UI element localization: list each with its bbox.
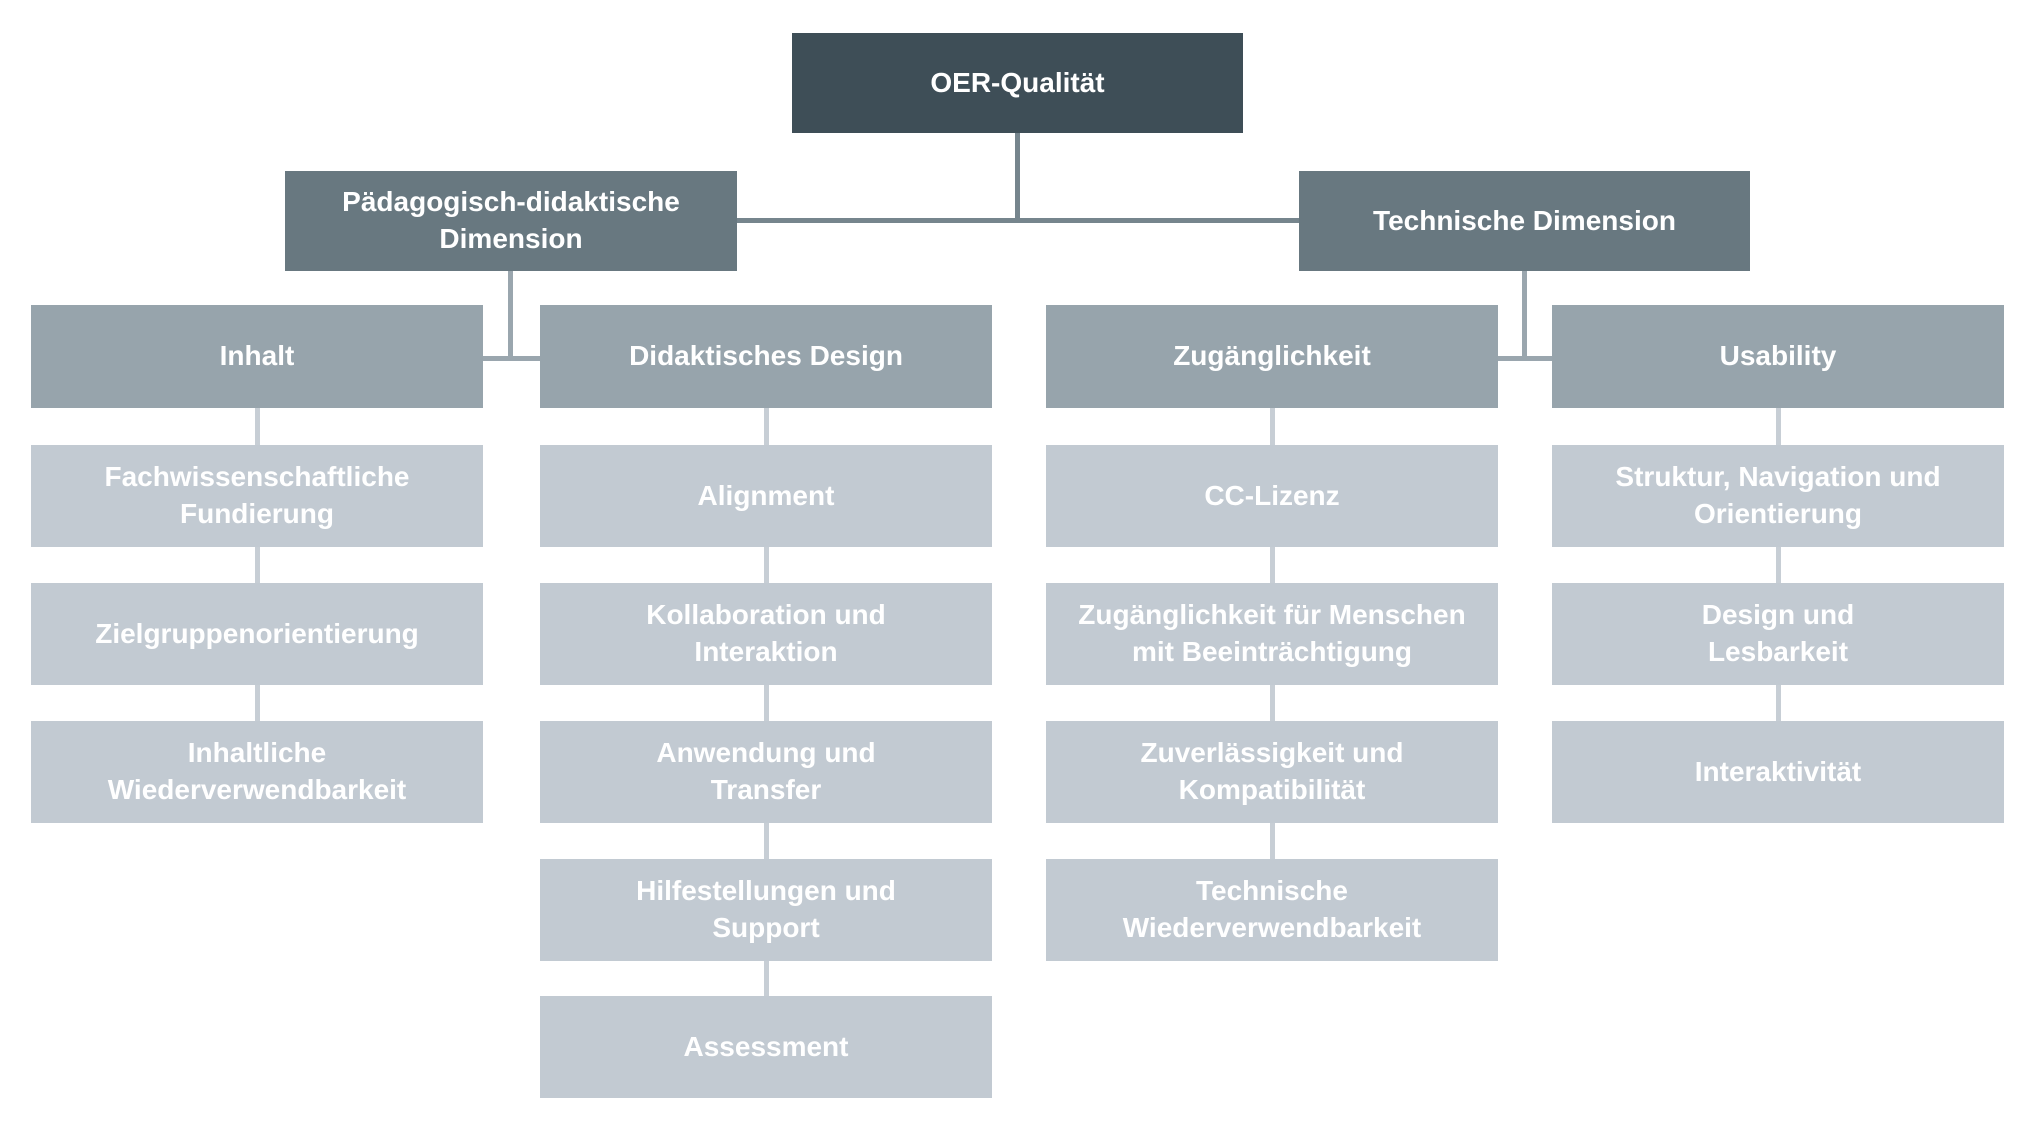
connector-item-vertical bbox=[254, 547, 260, 583]
connector-item-vertical bbox=[1269, 823, 1275, 859]
connector-root-vertical bbox=[1015, 133, 1020, 223]
connector-dimension1-vertical bbox=[508, 271, 513, 361]
connector-item-vertical bbox=[763, 685, 769, 721]
connector-item-vertical bbox=[1775, 408, 1781, 445]
connector-item-vertical bbox=[1775, 547, 1781, 583]
connector-dimension1-gap-bar bbox=[483, 356, 540, 361]
connector-item-vertical bbox=[254, 408, 260, 445]
connector-root-horizontal bbox=[737, 218, 1299, 223]
criterion-node: Assessment bbox=[540, 996, 992, 1098]
connector-item-vertical bbox=[1269, 408, 1275, 445]
criterion-node: Alignment bbox=[540, 445, 992, 547]
criterion-node: Zuverlässigkeit und Kompatibilität bbox=[1046, 721, 1498, 823]
connector-item-vertical bbox=[763, 823, 769, 859]
category-header-node: Didaktisches Design bbox=[540, 305, 992, 408]
criterion-node: Kollaboration und Interaktion bbox=[540, 583, 992, 685]
dimension-node-technisch: Technische Dimension bbox=[1299, 171, 1750, 271]
connector-item-vertical bbox=[1269, 547, 1275, 583]
connector-item-vertical bbox=[1775, 685, 1781, 721]
criterion-node: CC-Lizenz bbox=[1046, 445, 1498, 547]
criterion-node: Inhaltliche Wiederverwendbarkeit bbox=[31, 721, 483, 823]
connector-item-vertical bbox=[763, 961, 769, 996]
criterion-node: Design und Lesbarkeit bbox=[1552, 583, 2004, 685]
criterion-node: Fachwissenschaftliche Fundierung bbox=[31, 445, 483, 547]
criterion-node: Hilfestellungen und Support bbox=[540, 859, 992, 961]
criterion-node: Interaktivität bbox=[1552, 721, 2004, 823]
criterion-node: Zugänglichkeit für Menschen mit Beeinträ… bbox=[1046, 583, 1498, 685]
connector-item-vertical bbox=[763, 547, 769, 583]
category-header-node: Usability bbox=[1552, 305, 2004, 408]
category-header-node: Inhalt bbox=[31, 305, 483, 408]
criterion-node: Anwendung und Transfer bbox=[540, 721, 992, 823]
criterion-node: Struktur, Navigation und Orientierung bbox=[1552, 445, 2004, 547]
dimension-node-paedagogisch-didaktisch: Pädagogisch-didaktische Dimension bbox=[285, 171, 737, 271]
connector-item-vertical bbox=[763, 408, 769, 445]
criterion-node: Technische Wiederverwendbarkeit bbox=[1046, 859, 1498, 961]
criterion-node: Zielgruppenorientierung bbox=[31, 583, 483, 685]
connector-item-vertical bbox=[1269, 685, 1275, 721]
connector-dimension2-vertical bbox=[1522, 271, 1527, 361]
connector-dimension2-gap-bar bbox=[1496, 356, 1552, 361]
root-node-oer-qualitaet: OER-Qualität bbox=[792, 33, 1243, 133]
category-header-node: Zugänglichkeit bbox=[1046, 305, 1498, 408]
connector-item-vertical bbox=[254, 685, 260, 721]
